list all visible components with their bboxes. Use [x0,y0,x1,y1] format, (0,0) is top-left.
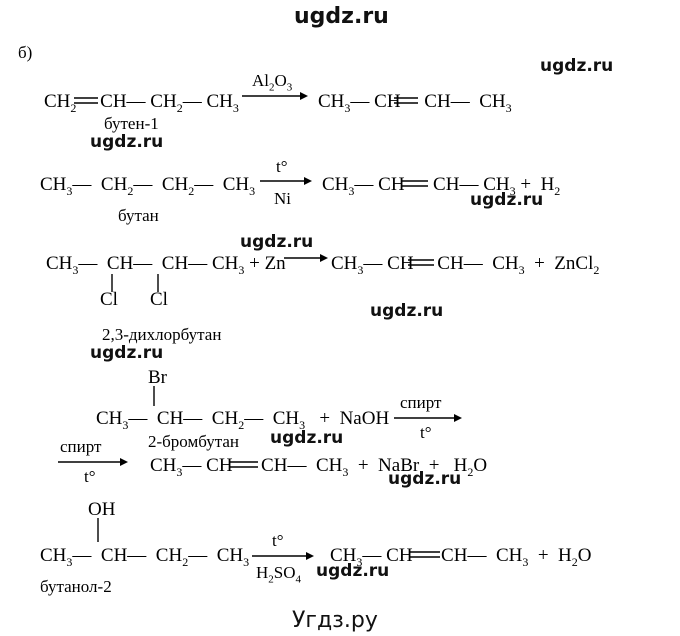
reaction-5-condition-top: t° [272,531,284,550]
arrow-1 [242,92,308,100]
part-label: б) [18,43,33,62]
watermark: ugdz.ru [270,428,344,448]
reaction-5-reactant-name: бутанол-2 [40,577,112,596]
reaction-4-product: CH3— CH CH— CH3 + NaBr + H2O [150,455,488,479]
double-bond-1 [74,97,98,104]
arrow-2 [260,177,312,185]
double-bond-5 [230,461,258,468]
watermark: ugdz.ru [540,56,614,76]
hydroxyl-substituent: OH [88,499,116,520]
reaction-5-reactant: CH3— CH— CH2— CH3 [40,545,250,569]
reaction-2-condition-top: t° [276,157,288,176]
bromine-substituent: Br [148,367,167,388]
plus-sign: + [319,408,331,429]
header-watermark[interactable]: ugdz.ru [294,4,389,29]
reaction-2-reactant: CH3— CH2— CH2— CH3 [40,174,256,198]
chlorine-substituent-2: Cl [150,289,168,310]
chlorine-substituent-1: Cl [100,289,118,310]
double-bond-2 [394,97,418,104]
watermark: ugdz.ru [90,343,164,363]
footer-watermark[interactable]: Угдз.ру [292,608,378,633]
plus-sign: + [520,174,532,195]
reaction-1-condition-top: Al2O3 [252,71,293,94]
watermark: ugdz.ru [370,301,444,321]
watermark: ugdz.ru [470,190,544,210]
reaction-2-reactant-name: бутан [118,206,159,225]
reaction-4-condition-bottom-2: t° [84,467,96,486]
reaction-3-product: CH3— CH CH— CH3 + ZnCl2 [331,253,600,277]
reaction-1-reactant: CH2 CH— CH2— CH3 [44,91,239,115]
arrow-5 [58,458,128,466]
reaction-1-product: CH3— CH CH— CH3 [318,91,512,115]
plus-sign: + [249,253,260,274]
reaction-4-reactant: CH3— CH— CH2— CH3 + NaOH [96,408,390,432]
reaction-5-condition-bottom: H2SO4 [256,563,302,586]
reaction-4-condition-top: спирт [400,393,442,412]
reaction-2-product: CH3— CH CH— CH3 + H2 [322,174,561,198]
reaction-2-condition-bottom: Ni [274,189,291,208]
double-bond-4 [408,259,434,266]
reagent: Zn [264,253,286,274]
watermark: ugdz.ru [316,561,390,581]
watermark: ugdz.ru [90,132,164,152]
double-bond-6 [410,551,440,558]
reagent: NaOH [339,408,390,429]
double-bond-3 [402,180,428,187]
watermark: ugdz.ru [388,469,462,489]
reaction-4-reactant-name: 2-бромбутан [148,432,240,451]
reaction-1-reactant-name: бутен-1 [104,114,159,133]
arrow-3 [284,254,328,262]
reaction-3-reactant: CH3— CH— CH— CH3 + Zn [46,253,286,277]
watermark: ugdz.ru [240,232,314,252]
arrow-4 [394,414,462,422]
arrow-6 [252,552,314,560]
reaction-4-condition-bottom: t° [420,423,432,442]
reaction-4-condition-top-2: спирт [60,437,102,456]
reaction-3-reactant-name: 2,3-дихлорбутан [102,325,222,344]
reaction-5-product: CH3— CH CH— CH3 + H2O [330,545,592,569]
